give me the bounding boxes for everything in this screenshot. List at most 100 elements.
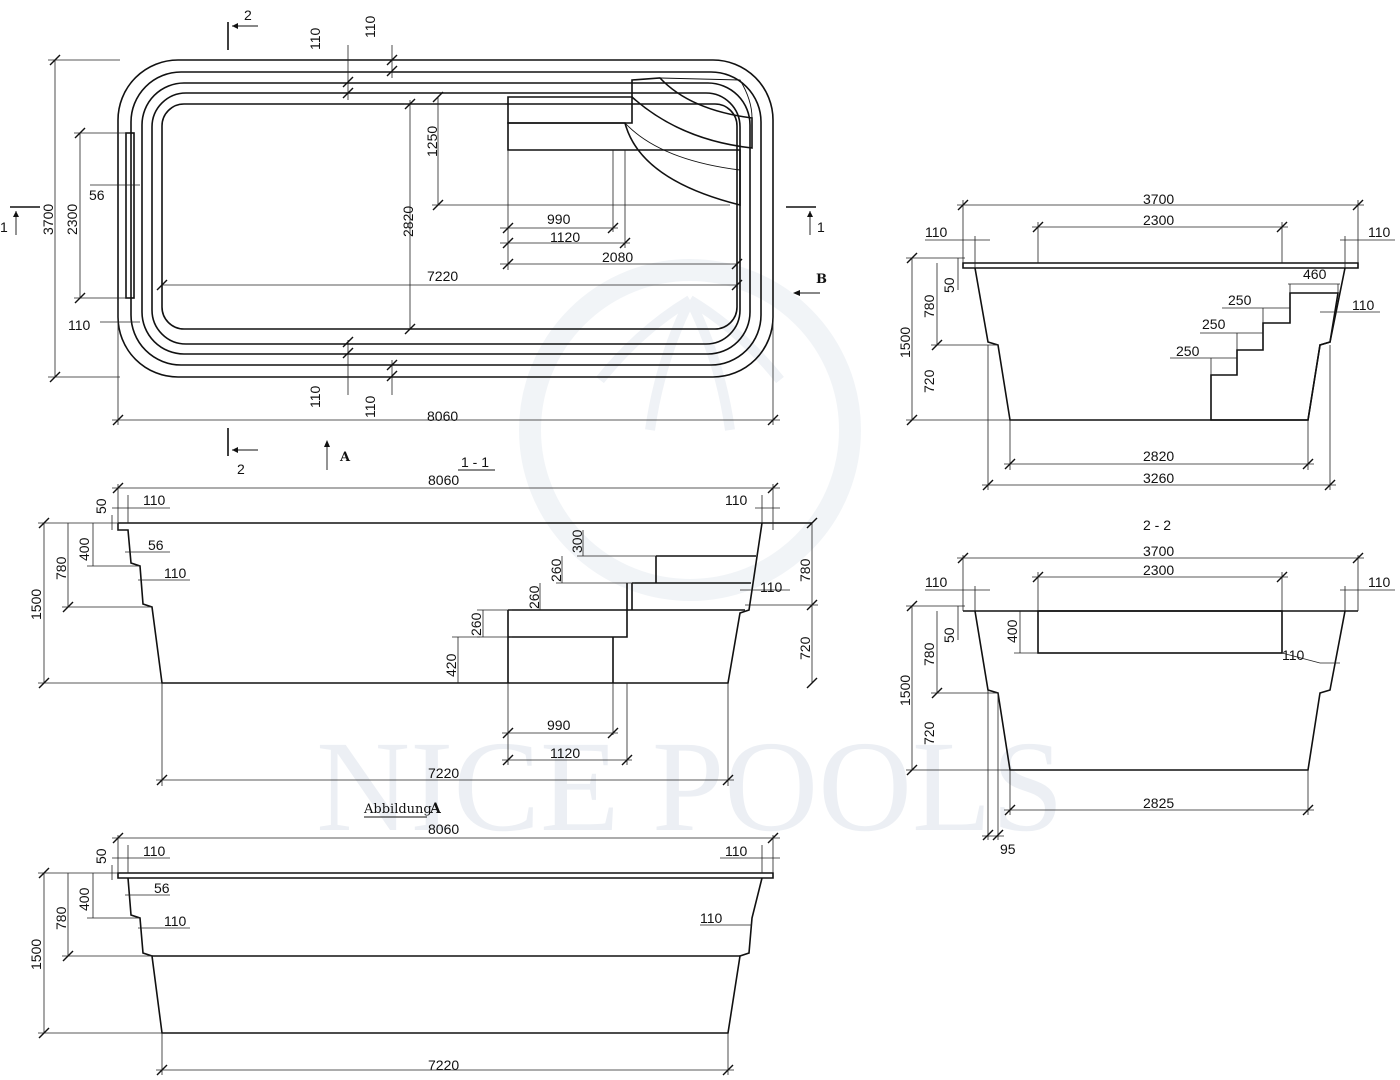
sb-dim-250-c: 250 [1176,343,1200,359]
plan-dim-110-bot-b: 110 [362,395,378,418]
watermark: NICE POOLS [316,259,1064,859]
view-a-label: A [339,450,351,465]
section-b [906,199,1395,491]
plan-dim-2820: 2820 [400,206,416,237]
sb-steps-hatched [1210,292,1339,421]
s11-dim-400: 400 [76,537,92,561]
sb-dim-2820: 2820 [1143,448,1174,464]
s22-dim-400: 400 [1004,619,1020,643]
plan-dim-1250: 1250 [424,126,440,157]
plan-step-top [659,77,753,119]
watermark-palm-icon [596,295,784,431]
sb-dim-1500: 1500 [897,327,913,358]
s11-dim-110-bench: 110 [164,565,187,581]
watermark-circle [519,259,861,601]
plan-bench-left [125,132,135,299]
plan-dim-990: 990 [547,211,571,227]
plan-dim-1120: 1120 [550,229,580,245]
abbildung-caption: Abbildung [363,802,432,817]
s22-dim-780: 780 [921,642,937,666]
s22-profile [974,610,1346,771]
s22-dim-50: 50 [941,627,957,643]
plan-dim-110-bot-a: 110 [307,385,323,408]
sb-dim-460: 460 [1303,266,1327,282]
plan-dim-7220: 7220 [427,268,458,284]
sb-dim-3260: 3260 [1143,470,1174,486]
aa-dim-400: 400 [76,887,92,911]
s11-dim-1500: 1500 [28,589,44,620]
s11-dim-990: 990 [547,717,571,733]
s11-dim-110-left: 110 [143,492,166,508]
section-2-bottom-label: 2 [237,461,245,477]
aa-dim-50: 50 [93,848,109,864]
plan-step-3 [631,77,753,149]
s11-dim-110-step: 110 [760,579,783,595]
plan-labels: 2 2 1 1 A B 110 110 110 110 110 56 2300 … [0,7,827,477]
section-1-1-title: 1 - 1 [461,454,489,470]
section-1-1 [38,482,818,786]
plan-pool-floor [161,103,738,330]
s22-dim-1500: 1500 [897,675,913,706]
section-2-top-label: 2 [244,7,252,23]
s11-dim-780: 780 [53,556,69,580]
s11-dim-110-right: 110 [725,492,748,508]
sb-dim-250-a: 250 [1228,292,1252,308]
s22-dim-110-left: 110 [925,574,948,590]
abbildung-caption-letter: A [429,801,442,817]
s11-dim-50: 50 [93,498,109,514]
sb-dim-3700: 3700 [1143,191,1174,207]
section-1-right-label: 1 [817,219,825,235]
sb-dim-2300: 2300 [1143,212,1174,228]
sb-rim [962,262,1359,269]
aa-dim-780: 780 [53,906,69,930]
sb-profile [974,267,1346,421]
s11-dim-260-a: 260 [548,558,564,582]
aa-dim-110-right: 110 [725,843,748,859]
aa-dim-56: 56 [154,880,170,896]
s22-dim-3700: 3700 [1143,543,1174,559]
s11-dim-420: 420 [443,653,459,677]
s22-dim-110-right: 110 [1368,574,1391,590]
plan-rim-2 [130,71,762,366]
s11-dim-300: 300 [569,529,585,553]
s11-dim-56: 56 [148,537,164,553]
sb-dim-780: 780 [921,294,937,318]
aa-dim-110-left: 110 [143,843,166,859]
s11-profile [117,522,763,684]
section-2-2-labels: 2 - 2 3700 2300 110 110 400 110 50 780 1… [897,517,1391,857]
aa-dim-110-inner-left: 110 [164,913,187,929]
sb-dim-720: 720 [921,369,937,393]
section-1-left-label: 1 [0,219,8,235]
section-b-labels: 3700 2300 110 110 460 250 250 250 110 50… [897,191,1391,486]
watermark-text: NICE POOLS [316,715,1064,859]
plan-step-arc [624,122,741,171]
s11-dim-780-right: 780 [797,558,813,582]
s22-dim-720: 720 [921,721,937,745]
abbildung-a [38,832,780,1076]
section-2-2-title: 2 - 2 [1143,517,1171,533]
sb-dim-50: 50 [941,277,957,293]
aa-dim-7220: 7220 [428,1057,459,1073]
plan-rim-4 [151,92,741,345]
s22-dim-95: 95 [1000,841,1016,857]
s11-dim-1120: 1120 [550,745,580,761]
s11-dim-260-c: 260 [468,612,484,636]
sb-dim-110-right: 110 [1368,224,1391,240]
s22-ledge [1037,610,1283,654]
sb-dim-250-b: 250 [1202,316,1226,332]
s22-dim-2300: 2300 [1143,562,1174,578]
plan-dim-110-top-a: 110 [307,27,323,50]
s22-dim-110-inner: 110 [1282,647,1305,663]
plan-step-1 [507,96,633,124]
s11-dim-260-b: 260 [526,585,542,609]
plan-dim-110-top-b: 110 [362,15,378,38]
plan-dim-110-left: 110 [68,317,91,333]
section-1-1-labels: 1 - 1 8060 110 110 50 400 780 1500 56 11… [28,454,813,781]
plan-dim-8060: 8060 [427,408,458,424]
plan-dim-56: 56 [89,187,105,203]
plan-view [10,22,820,470]
s11-dim-720-right: 720 [797,636,813,660]
sb-dim-110-left: 110 [925,224,948,240]
plan-dim-2300: 2300 [64,204,80,235]
